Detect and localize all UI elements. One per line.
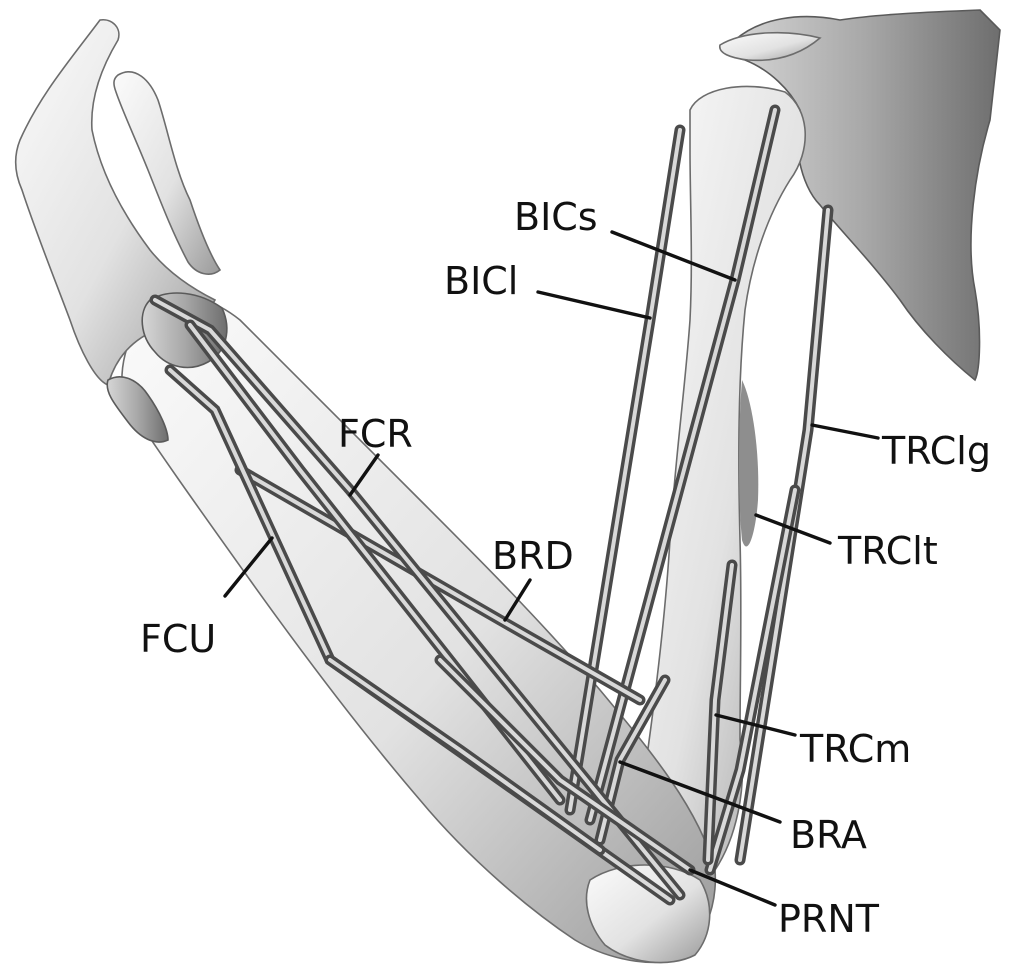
humerus-ridge xyxy=(739,380,758,546)
label-trcm: TRCm xyxy=(799,727,911,771)
label-fcr: FCR xyxy=(338,412,413,456)
label-bics: BICs xyxy=(514,195,598,239)
leader-trclg xyxy=(812,425,878,438)
label-brd: BRD xyxy=(492,534,574,578)
humerus-bone xyxy=(633,86,805,878)
label-prnt: PRNT xyxy=(778,897,880,941)
label-fcu: FCU xyxy=(140,617,216,661)
leader-bicl xyxy=(538,292,650,318)
label-trclt: TRClt xyxy=(837,529,938,573)
label-trclg: TRClg xyxy=(881,429,991,473)
label-bicl: BICl xyxy=(444,259,518,303)
label-bra: BRA xyxy=(790,813,867,857)
